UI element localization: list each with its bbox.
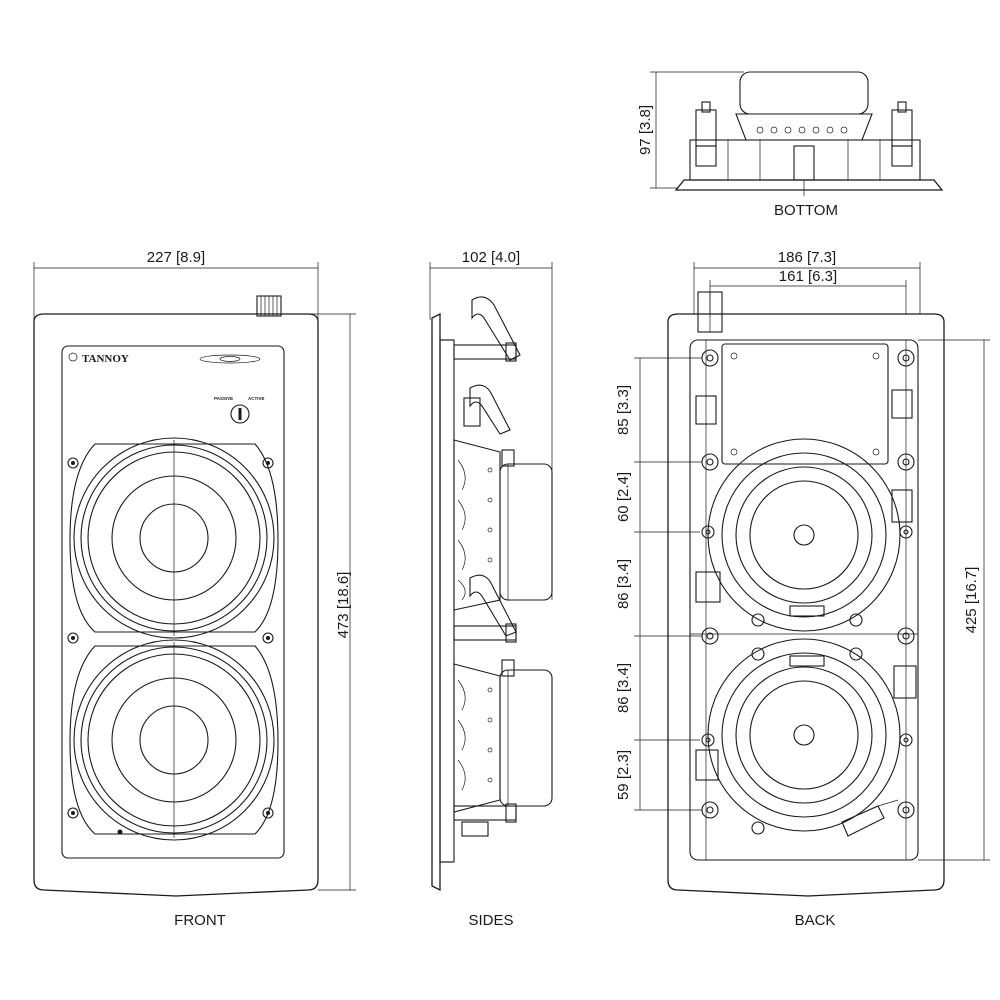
back-outer-width-dimension: 186 [7.3] xyxy=(778,249,836,266)
back-spacing-dimension-4: 86 [3.4] xyxy=(615,663,632,713)
front-width-dimension: 227 [8.9] xyxy=(147,249,205,266)
back-spacing-dimension-5: 59 [2.3] xyxy=(615,750,632,800)
front-view: 227 [8.9] 473 [18.6] TANNOY PASSIVE ACTI… xyxy=(33,249,356,929)
back-total-height-dimension: 425 [16.7] xyxy=(963,567,980,634)
mode-switch-knob xyxy=(230,404,250,424)
side-depth-dimension: 102 [4.0] xyxy=(462,249,520,266)
bottom-vent-holes xyxy=(756,126,848,134)
front-screws xyxy=(67,457,274,835)
switch-label-active: ACTIVE xyxy=(248,396,265,401)
bottom-height-dimension: 97 [3.8] xyxy=(637,105,654,155)
back-spacing-dimension-3: 86 [3.4] xyxy=(615,559,632,609)
back-mounting-screws xyxy=(701,349,915,835)
side-view: 102 [4.0] xyxy=(429,249,553,929)
switch-label-passive: PASSIVE xyxy=(214,396,233,401)
brand-logo: TANNOY xyxy=(82,353,129,365)
back-spacing-dimension-2: 60 [2.4] xyxy=(615,472,632,522)
back-caption: BACK xyxy=(795,912,836,929)
bottom-view: 97 [3.8] BOTTOM xyxy=(637,71,944,219)
back-spacing-dimension-1: 85 [3.3] xyxy=(615,385,632,435)
sides-caption: SIDES xyxy=(468,912,513,929)
back-inner-width-dimension: 161 [6.3] xyxy=(779,268,837,285)
front-caption: FRONT xyxy=(174,912,226,929)
back-view: 186 [7.3] 161 [6.3] xyxy=(615,249,990,929)
front-height-dimension: 473 [18.6] xyxy=(335,572,352,639)
bottom-caption: BOTTOM xyxy=(774,202,838,219)
